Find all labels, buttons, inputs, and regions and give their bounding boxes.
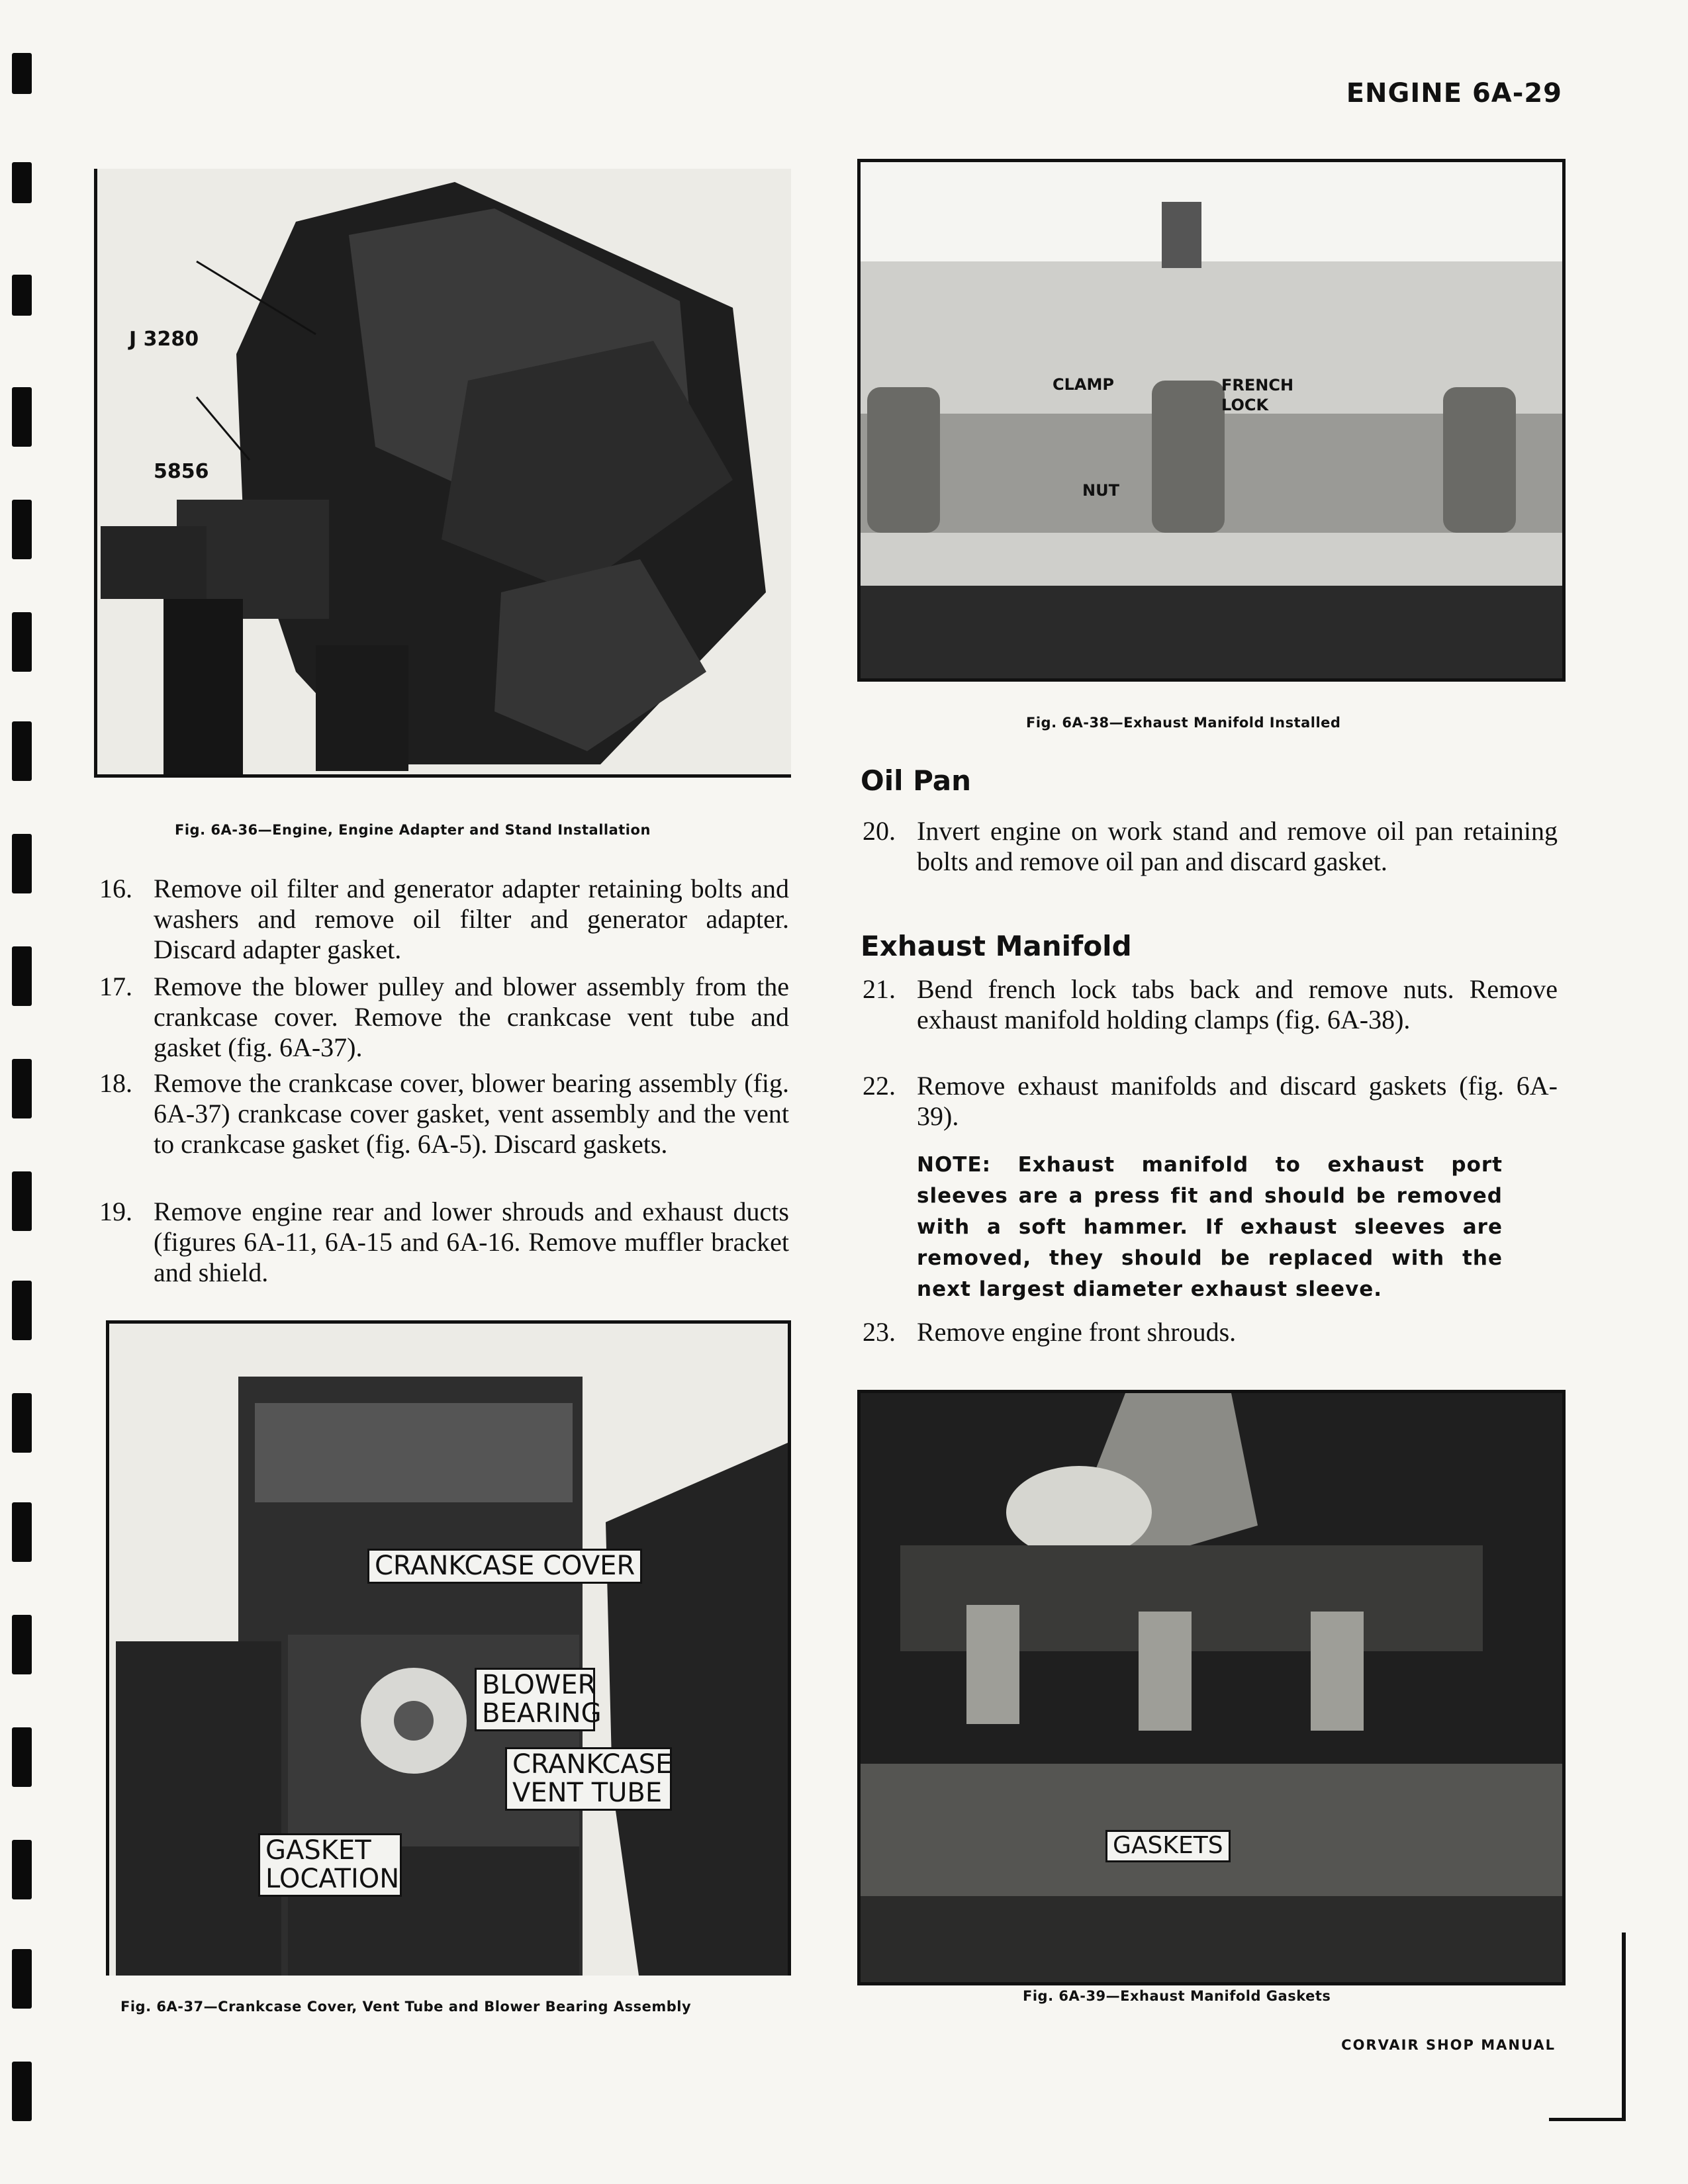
binding-mark <box>12 946 32 1006</box>
figure-6a-38-caption: Fig. 6A-38—Exhaust Manifold Installed <box>1026 715 1341 731</box>
binding-mark <box>12 1840 32 1899</box>
figure-6a-39-caption: Fig. 6A-39—Exhaust Manifold Gaskets <box>1023 1988 1331 2004</box>
step-number: 18. <box>99 1068 132 1098</box>
step-23: 23. Remove engine front shrouds. <box>863 1317 1558 1350</box>
binding-mark <box>12 500 32 559</box>
binding-mark <box>12 721 32 781</box>
section-heading-exhaust-manifold: Exhaust Manifold <box>861 930 1132 962</box>
step-text: Remove engine front shrouds. <box>917 1317 1237 1347</box>
step-text: Remove the crankcase cover, blower beari… <box>154 1068 789 1159</box>
callout-gaskets: GASKETS <box>1105 1830 1231 1862</box>
callout-5856: 5856 <box>154 460 209 483</box>
callout-french-lock: FRENCH LOCK <box>1221 376 1294 414</box>
binding-mark <box>12 1281 32 1340</box>
page-header: ENGINE 6A-29 <box>1346 78 1562 109</box>
page-edge-line <box>1622 1933 1626 2119</box>
binding-mark <box>12 2062 32 2121</box>
step-text: Remove oil filter and generator adapter … <box>154 874 789 964</box>
callout-gasket-location: GASKET LOCATION <box>258 1833 402 1897</box>
figure-6a-37-photo: CRANKCASE COVER BLOWER BEARING CRANKCASE… <box>106 1320 791 1976</box>
step-number: 22. <box>863 1071 896 1101</box>
figure-6a-36-caption: Fig. 6A-36—Engine, Engine Adapter and St… <box>175 822 651 838</box>
step-number: 23. <box>863 1317 896 1347</box>
exhaust-manifold-installed-illustration <box>861 162 1562 678</box>
step-text: Remove the blower pulley and blower asse… <box>154 972 789 1062</box>
step-number: 17. <box>99 972 132 1001</box>
binding-mark <box>12 1393 32 1453</box>
step-text: Remove exhaust manifolds and discard gas… <box>917 1071 1558 1131</box>
step-text: Remove engine rear and lower shrouds and… <box>154 1197 789 1287</box>
engine-stand-illustration <box>97 169 791 774</box>
callout-blower-bearing: BLOWER BEARING <box>475 1668 602 1732</box>
note-exhaust-sleeves: NOTE: Exhaust manifold to exhaust port s… <box>917 1153 1503 1301</box>
step-number: 21. <box>863 974 896 1004</box>
crankcase-cover-illustration <box>109 1324 788 1976</box>
binding-mark <box>12 1615 32 1674</box>
binding-mark <box>12 1502 32 1562</box>
step-17: 17. Remove the blower pulley and blower … <box>99 972 801 1064</box>
page-footer: CORVAIR SHOP MANUAL <box>1341 2037 1556 2053</box>
step-16: 16. Remove oil filter and generator adap… <box>99 874 801 966</box>
figure-6a-38-photo: CLAMP FRENCH LOCK NUT <box>857 159 1566 682</box>
figure-6a-37-caption: Fig. 6A-37—Crankcase Cover, Vent Tube an… <box>120 1999 692 2015</box>
callout-crankcase-vent-tube: CRANKCASE VENT TUBE <box>505 1747 672 1811</box>
step-22: 22. Remove exhaust manifolds and discard… <box>863 1071 1558 1134</box>
binding-mark <box>12 387 32 447</box>
step-number: 16. <box>99 874 132 903</box>
figure-6a-36-photo: J 3280 5856 <box>94 169 791 778</box>
figure-6a-39-photo: GASKETS <box>857 1390 1566 1985</box>
callout-crankcase-cover: CRANKCASE COVER <box>367 1549 643 1584</box>
binding-mark <box>12 1171 32 1231</box>
binding-mark <box>12 834 32 893</box>
step-text: Bend french lock tabs back and remove nu… <box>917 974 1558 1034</box>
callout-clamp: CLAMP <box>1053 375 1114 394</box>
binding-mark <box>12 275 32 316</box>
step-19: 19. Remove engine rear and lower shrouds… <box>99 1197 801 1289</box>
callout-nut: NUT <box>1082 481 1119 500</box>
binding-mark <box>12 162 32 203</box>
step-20: 20. Invert engine on work stand and remo… <box>863 816 1558 909</box>
binding-mark <box>12 1949 32 2009</box>
binding-mark <box>12 612 32 672</box>
step-number: 20. <box>863 816 896 846</box>
binding-mark <box>12 1059 32 1118</box>
callout-j-3280: J 3280 <box>129 328 199 351</box>
page-edge-line <box>1549 2118 1626 2121</box>
step-18: 18. Remove the crankcase cover, blower b… <box>99 1068 801 1191</box>
binding-mark <box>12 1727 32 1787</box>
step-21: 21. Bend french lock tabs back and remov… <box>863 974 1558 1067</box>
exhaust-manifold-gaskets-illustration <box>861 1393 1562 1982</box>
binding-mark <box>12 53 32 94</box>
step-number: 19. <box>99 1197 132 1226</box>
section-heading-oil-pan: Oil Pan <box>861 764 972 797</box>
step-text: Invert engine on work stand and remove o… <box>917 816 1558 876</box>
